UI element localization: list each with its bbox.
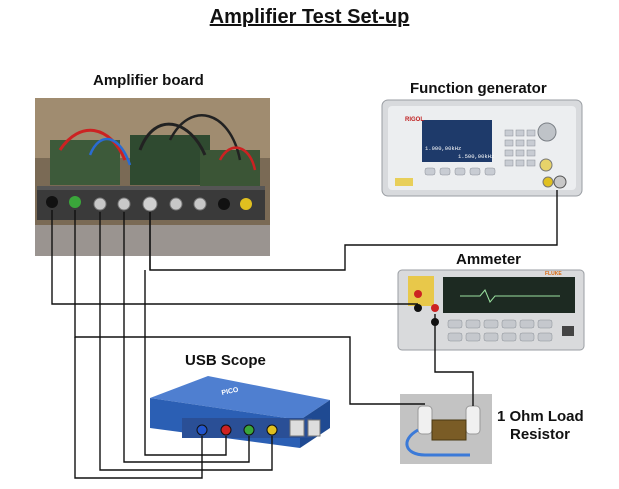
fg-output-1 [539, 158, 553, 172]
scope-channel-d [266, 424, 278, 436]
page-title: Amplifier Test Set-up [209, 6, 410, 28]
fg-knob [537, 122, 557, 142]
wire-amp-to-scope-a [74, 337, 203, 479]
load-resistor-label-line2: Resistor [510, 426, 571, 443]
wire-amp-to-scope-c [123, 212, 250, 463]
amp-bnc-2 [117, 197, 131, 211]
function-generator: RIGOL 1.000,00kHz 1.500,00kHz [381, 99, 583, 197]
ammeter-display [443, 277, 575, 313]
fg-brand: RIGOL [405, 117, 424, 123]
amp-bnc-4 [169, 197, 183, 211]
amp-connector-yellow [240, 198, 252, 210]
scope-channel-a [196, 424, 208, 436]
usb-scope: PICO [150, 376, 330, 448]
load-resistor [400, 394, 492, 464]
wire-amp-to-scope-b [144, 270, 227, 456]
amp-bnc-3 [142, 196, 158, 212]
wire-ammeter-to-load [434, 314, 474, 406]
ammeter-label: Ammeter [456, 251, 522, 268]
wire-amp-to-load [74, 210, 425, 405]
fg-output-2 [553, 175, 567, 189]
amp-connector-black-2 [218, 198, 230, 210]
scope-channel-c [243, 424, 255, 436]
load-resistor-label-line1: 1 Ohm Load [497, 408, 584, 425]
amp-bnc-5 [193, 197, 207, 211]
amplifier-board [35, 98, 270, 256]
fg-readout-left: 1.000,00kHz [425, 145, 461, 152]
fg-screen [422, 120, 492, 162]
scope-brand: PICO [221, 386, 240, 397]
resistor-body [431, 419, 467, 441]
ammeter-terminal-com [414, 304, 422, 312]
wire-amp-to-scope-d [99, 212, 273, 471]
wiring [51, 190, 558, 479]
scope-aux-port [289, 419, 305, 437]
wire-amp-to-ammeter [51, 210, 418, 305]
ammeter-terminal-a [431, 304, 439, 312]
amp-connector-green [69, 196, 81, 208]
ammeter: FLUKE [397, 269, 585, 351]
amp-bnc-1 [93, 197, 107, 211]
fg-readout-right: 1.500,00kHz [458, 153, 494, 160]
amplifier-board-label: Amplifier board [93, 72, 204, 89]
scope-channel-b [220, 424, 232, 436]
usb-scope-label: USB Scope [185, 352, 266, 369]
function-generator-label: Function generator [410, 80, 547, 97]
amp-connector-black [46, 196, 58, 208]
ammeter-brand: FLUKE [545, 271, 562, 277]
